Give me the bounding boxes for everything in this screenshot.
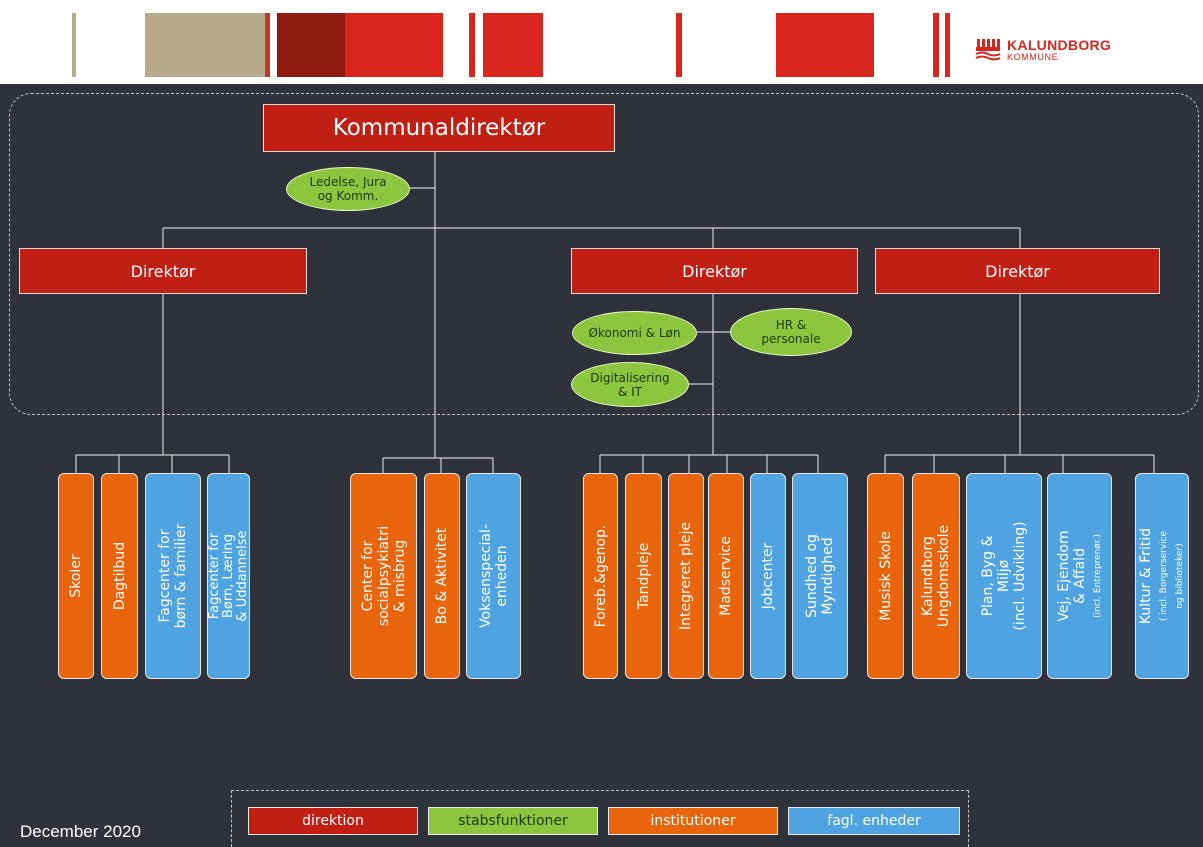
crown-icon [975,38,1001,62]
unit-plan-byg-miljoe: Plan, Byg & Miljø (incl. Udvikling) [966,473,1042,679]
unit-dagtilbud: Dagtilbud [101,473,138,679]
staff-label: Økonomi & Løn [588,326,681,340]
banner-stripe [145,13,265,77]
unit-label: Voksenspecial- enheden [477,524,510,628]
staff-ledelse-jura: Ledelse, Jura og Komm. [286,167,410,211]
staff-label: Digitalisering & IT [590,370,670,399]
unit-kalundborg-ungdomsskole: Kalundborg Ungdomsskole [912,473,960,679]
unit-label: Tandpleje [635,542,652,610]
legend [231,790,969,847]
legend-fagl-enheder: fagl. enheder [788,807,960,835]
banner-stripe [469,13,475,77]
unit-fagcenter-boern-familier: Fagcenter for børn & familier [145,473,201,679]
banner-stripe [933,13,939,77]
director-box-2: Direktør [571,248,858,294]
unit-label: Dagtilbud [111,541,128,611]
director-box-1: Direktør [19,248,307,294]
unit-bo-aktivitet: Bo & Aktivitet [424,473,460,679]
banner-stripe [277,13,345,77]
banner-stripe [776,13,874,77]
legend-label: institutioner [650,813,736,829]
unit-sublabel: ( incl. Borgerservice og biblioteker) [1159,530,1185,622]
unit-label: Plan, Byg & Miljø (incl. Udvikling) [980,521,1028,631]
logo-name: KALUNDBORG [1007,37,1112,53]
unit-label: Jobcenter [760,542,776,610]
unit-label: Vej, Ejendom & Affald [1055,530,1088,622]
banner-stripe [345,13,443,77]
footer-date: December 2020 [20,822,141,841]
banner-stripe [72,13,76,77]
unit-kultur-fritid: Kultur & Fritid ( incl. Borgerservice og… [1135,473,1189,679]
unit-tandpleje: Tandpleje [625,473,662,679]
unit-voksenspecialenheden: Voksenspecial- enheden [466,473,521,679]
director-box-3: Direktør [875,248,1160,294]
unit-label: Madservice [718,536,734,616]
unit-sundhed-myndighed: Sundhed og Myndighed [792,473,848,679]
staff-hr-personale: HR & personale [730,308,852,356]
unit-skoler: Skoler [58,473,94,679]
logo-subtitle: KOMMUNE [1007,52,1059,62]
banner-stripe [676,13,682,77]
staff-oekonomi-loen: Økonomi & Løn [572,311,697,355]
banner-stripe [483,13,543,77]
unit-integreret-pleje: Integreret pleje [668,473,704,679]
unit-foreb-genop: Foreb.&genop. [583,473,618,679]
banner-stripe [265,13,270,77]
unit-label: Kultur & Fritid [1138,527,1154,625]
kalundborg-logo: KALUNDBORG KOMMUNE [975,38,1111,62]
unit-label: Musisk Skole [877,531,894,621]
director-label: Direktør [985,261,1050,281]
unit-label: Bo & Aktivitet [434,527,450,625]
banner-stripe [945,13,950,77]
unit-label: Foreb.&genop. [592,524,609,628]
header-banner: KALUNDBORG KOMMUNE [0,0,1203,84]
staff-label: Ledelse, Jura og Komm. [309,175,387,203]
unit-label: Sundhed og Myndighed [804,534,836,618]
staff-label: HR & personale [761,318,821,346]
unit-vej-ejendom-affald: Vej, Ejendom & Affald (incl. Entreprenør… [1047,473,1112,679]
unit-jobcenter: Jobcenter [750,473,786,679]
legend-label: direktion [302,813,364,829]
unit-center-socialpsykiatri: Center for socialpsykiatri & misbrug [350,473,417,679]
unit-label: Skoler [68,554,84,598]
unit-label: Center for socialpsykiatri & misbrug [359,525,408,627]
unit-label: Fagcenter for Børn, Læring & Uddannelse [207,530,250,622]
unit-sublabel: (incl. Entreprenør.) [1092,533,1103,619]
legend-label: fagl. enheder [827,813,921,829]
unit-musisk-skole: Musisk Skole [867,473,904,679]
staff-digitalisering-it: Digitalisering & IT [571,362,689,407]
management-region [9,93,1199,415]
unit-label: Integreret pleje [678,522,694,630]
kommunaldirektoer-label: Kommunaldirektør [332,115,546,141]
legend-label: stabsfunktioner [458,813,568,829]
unit-fagcenter-boern-laering: Fagcenter for Børn, Læring & Uddannelse [207,473,250,679]
kommunaldirektoer-box: Kommunaldirektør [263,104,615,152]
unit-label: Fagcenter for børn & familier [157,523,189,629]
legend-direktion: direktion [248,807,418,835]
director-label: Direktør [682,261,747,281]
legend-stabsfunktioner: stabsfunktioner [428,807,598,835]
legend-institutioner: institutioner [608,807,778,835]
unit-label: Kalundborg Ungdomsskole [920,524,952,628]
unit-madservice: Madservice [708,473,744,679]
director-label: Direktør [130,261,196,281]
